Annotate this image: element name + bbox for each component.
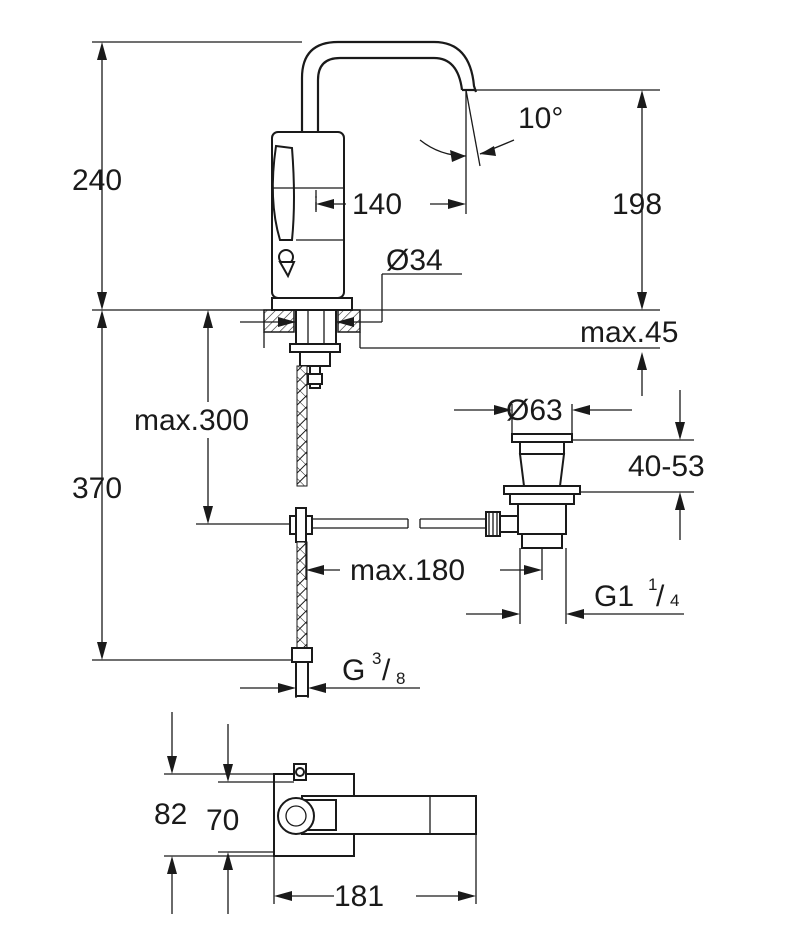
label-82: 82: [154, 798, 187, 831]
label-g-fraction-slash: /: [382, 654, 391, 687]
faucet-elevation: [271, 40, 478, 311]
label-370: 370: [72, 472, 122, 505]
label-g-fraction-num: 3: [372, 649, 381, 668]
label-181: 181: [334, 880, 384, 913]
label-140: 140: [352, 188, 402, 221]
label-g1-fraction-den: 4: [670, 591, 679, 610]
label-max-45: max.45: [580, 316, 678, 349]
spout-outline: [300, 40, 478, 138]
label-g1-fraction-slash: /: [656, 580, 665, 613]
waste-fitting: [485, 433, 581, 549]
lift-rod: [312, 518, 500, 529]
label-max-300: max.300: [134, 404, 249, 437]
label-70: 70: [206, 804, 239, 837]
label-198: 198: [612, 188, 662, 221]
label-40-53: 40-53: [628, 450, 705, 483]
label-diameter-63: Ø63: [506, 394, 563, 427]
label-max-180: max.180: [350, 554, 465, 587]
label-diameter-34: Ø34: [386, 244, 443, 277]
label-g: G: [342, 654, 365, 687]
dimension-lines: [92, 41, 694, 698]
label-g-fraction-den: 8: [396, 669, 405, 688]
supply-hoses: [289, 365, 323, 697]
dimension-labels: 240 10° 140 198 Ø34 max.45 max.300 370 Ø…: [72, 102, 705, 913]
label-g1-fraction-num: 1: [648, 575, 657, 594]
plan-dimension-lines: [164, 712, 477, 914]
label-g1: G1: [594, 580, 634, 613]
deck-section: [263, 309, 361, 367]
faucet-base: [271, 297, 353, 311]
label-10-degree: 10°: [518, 102, 563, 135]
label-240: 240: [72, 164, 122, 197]
spout-inner-outline: [316, 56, 464, 138]
handle-lever: [271, 144, 295, 241]
faucet-plan-view: [273, 763, 477, 857]
